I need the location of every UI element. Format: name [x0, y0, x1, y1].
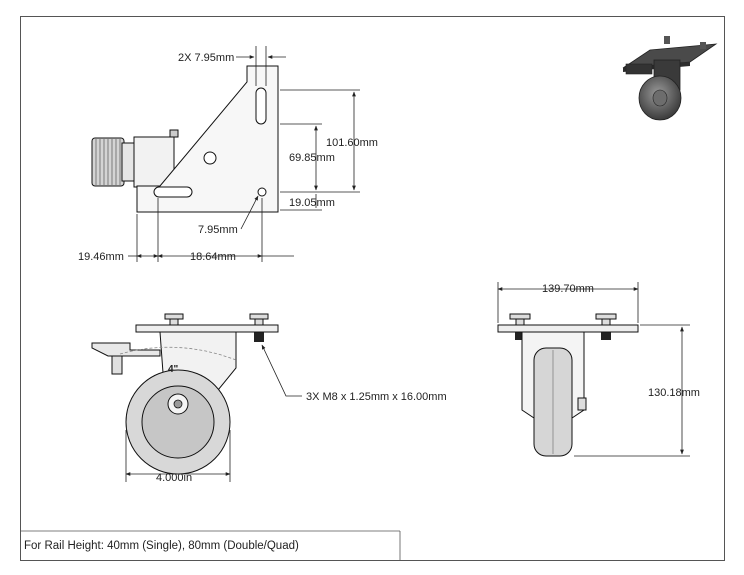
brake-pad [111, 355, 123, 375]
dim-plate-width: 139.70mm [542, 283, 594, 295]
small-hole [257, 187, 267, 197]
front-axle-nut [577, 397, 587, 411]
side-wheel-axle [173, 399, 183, 409]
dim-hole-dia: 7.95mm [198, 224, 238, 236]
front-plate [497, 324, 639, 333]
dim-mid-offset: 18.64mm [190, 251, 236, 263]
hole-dia-leader [240, 195, 259, 230]
front-screw-left [509, 313, 531, 340]
side-plate [135, 324, 279, 333]
rail-height-note: For Rail Height: 40mm (Single), 80mm (Do… [24, 540, 299, 552]
dim-slot-width: 2X 7.95mm [178, 52, 234, 64]
thread-lines [95, 139, 121, 185]
dim-overall-height: 101.60mm [326, 137, 378, 149]
mounting-plate-outline [136, 65, 279, 213]
dim-hole-offset: 19.05mm [289, 197, 335, 209]
top-view-extension-lines [136, 46, 360, 262]
side-wheel-inner [141, 385, 215, 459]
dim-left-offset: 19.46mm [78, 251, 124, 263]
dim-screws: 3X M8 x 1.25mm x 16.00mm [306, 391, 447, 403]
front-view: 139.70mm 130.18mm [497, 282, 700, 457]
horizontal-slot [153, 186, 193, 198]
dim-slot-spacing: 69.85mm [289, 152, 335, 164]
sheet-border [20, 16, 725, 561]
center-hole [203, 151, 217, 165]
screw-leader [261, 344, 302, 397]
top-view: 2X 7.95mm 101.60mm 69.85mm 19.05mm 7.95m… [78, 46, 378, 263]
side-view: 4" 4.000in 3X M8 x 1.25mm x 16.00mm [91, 313, 447, 484]
dim-front-height: 130.18mm [648, 387, 700, 399]
top-screw-head [169, 129, 179, 138]
iso-hub [652, 89, 668, 107]
brake-lever [91, 342, 161, 357]
iso-bolt-2 [700, 42, 706, 49]
swivel-arc [119, 346, 237, 361]
dim-wheel-dia: 4.000in [156, 472, 192, 484]
iso-brake [625, 63, 653, 75]
iso-bolt-1 [664, 36, 670, 44]
stem-collar [121, 142, 135, 182]
wheel-size-marking: 4" [168, 364, 179, 375]
vertical-slot [255, 87, 267, 125]
caster-isometric-thumbnail [622, 36, 718, 121]
